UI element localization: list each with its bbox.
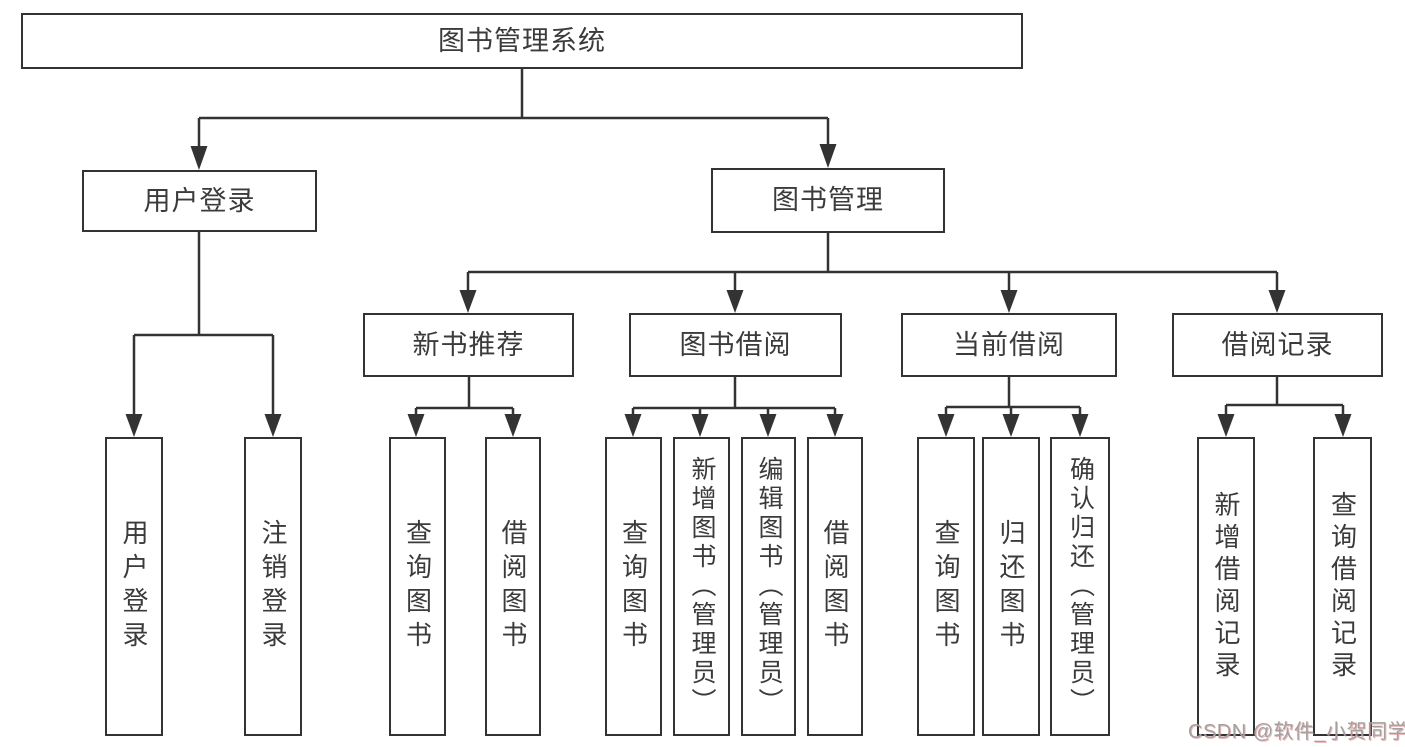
leaf-current-return: 归还图书 [982, 437, 1040, 736]
node-root-label: 图书管理系统 [438, 25, 606, 56]
node-current-borrow-label: 当前借阅 [953, 329, 1065, 360]
node-current-borrow: 当前借阅 [901, 313, 1117, 377]
leaf-borrow-query-label: 查询图书 [618, 518, 649, 655]
leaf-user-login-label: 用户登录 [119, 518, 149, 655]
leaf-borrow-add-admin: 新增图书（管理员） [673, 437, 730, 736]
node-book-borrow-label: 图书借阅 [679, 329, 792, 360]
leaf-newbooks-borrow-label: 借阅图书 [498, 518, 528, 655]
node-borrow-records-label: 借阅记录 [1221, 329, 1334, 360]
leaf-logout: 注销登录 [244, 437, 302, 736]
leaf-current-query: 查询图书 [917, 437, 975, 736]
node-new-book-recommend-label: 新书推荐 [412, 329, 525, 360]
node-book-borrow: 图书借阅 [629, 313, 842, 377]
leaf-records-query: 查询借阅记录 [1313, 437, 1372, 736]
leaf-logout-label: 注销登录 [258, 518, 288, 655]
csdn-watermark: CSDN @软件_小贺同学 [1188, 721, 1405, 743]
leaf-newbooks-query-label: 查询图书 [402, 518, 433, 655]
node-book-management: 图书管理 [711, 168, 945, 233]
node-borrow-records: 借阅记录 [1172, 313, 1383, 377]
leaf-borrow-edit-admin-label: 编辑图书（管理员） [755, 456, 783, 717]
leaf-newbooks-query: 查询图书 [389, 437, 446, 736]
leaf-current-confirm-admin: 确认归还（管理员） [1050, 437, 1110, 736]
leaf-borrow-edit-admin: 编辑图书（管理员） [741, 437, 796, 736]
node-user-login: 用户登录 [82, 170, 317, 232]
leaf-current-confirm-admin-label: 确认归还（管理员） [1066, 456, 1095, 717]
node-root: 图书管理系统 [21, 13, 1023, 69]
arrowheads [125, 144, 1352, 437]
node-new-book-recommend: 新书推荐 [363, 313, 574, 377]
leaf-records-add-label: 新增借阅记录 [1211, 490, 1241, 683]
leaf-records-add: 新增借阅记录 [1197, 437, 1255, 736]
leaf-current-query-label: 查询图书 [931, 518, 961, 655]
leaf-borrow-borrow: 借阅图书 [807, 437, 863, 736]
leaf-current-return-label: 归还图书 [996, 518, 1026, 655]
leaf-borrow-add-admin-label: 新增图书（管理员） [688, 456, 716, 717]
leaf-records-query-label: 查询借阅记录 [1327, 490, 1358, 683]
node-book-management-label: 图书管理 [772, 185, 884, 215]
leaf-user-login: 用户登录 [105, 437, 163, 736]
leaf-newbooks-borrow: 借阅图书 [485, 437, 541, 736]
leaf-borrow-borrow-label: 借阅图书 [820, 518, 850, 655]
leaf-borrow-query: 查询图书 [605, 437, 662, 736]
node-user-login-label: 用户登录 [143, 185, 256, 216]
